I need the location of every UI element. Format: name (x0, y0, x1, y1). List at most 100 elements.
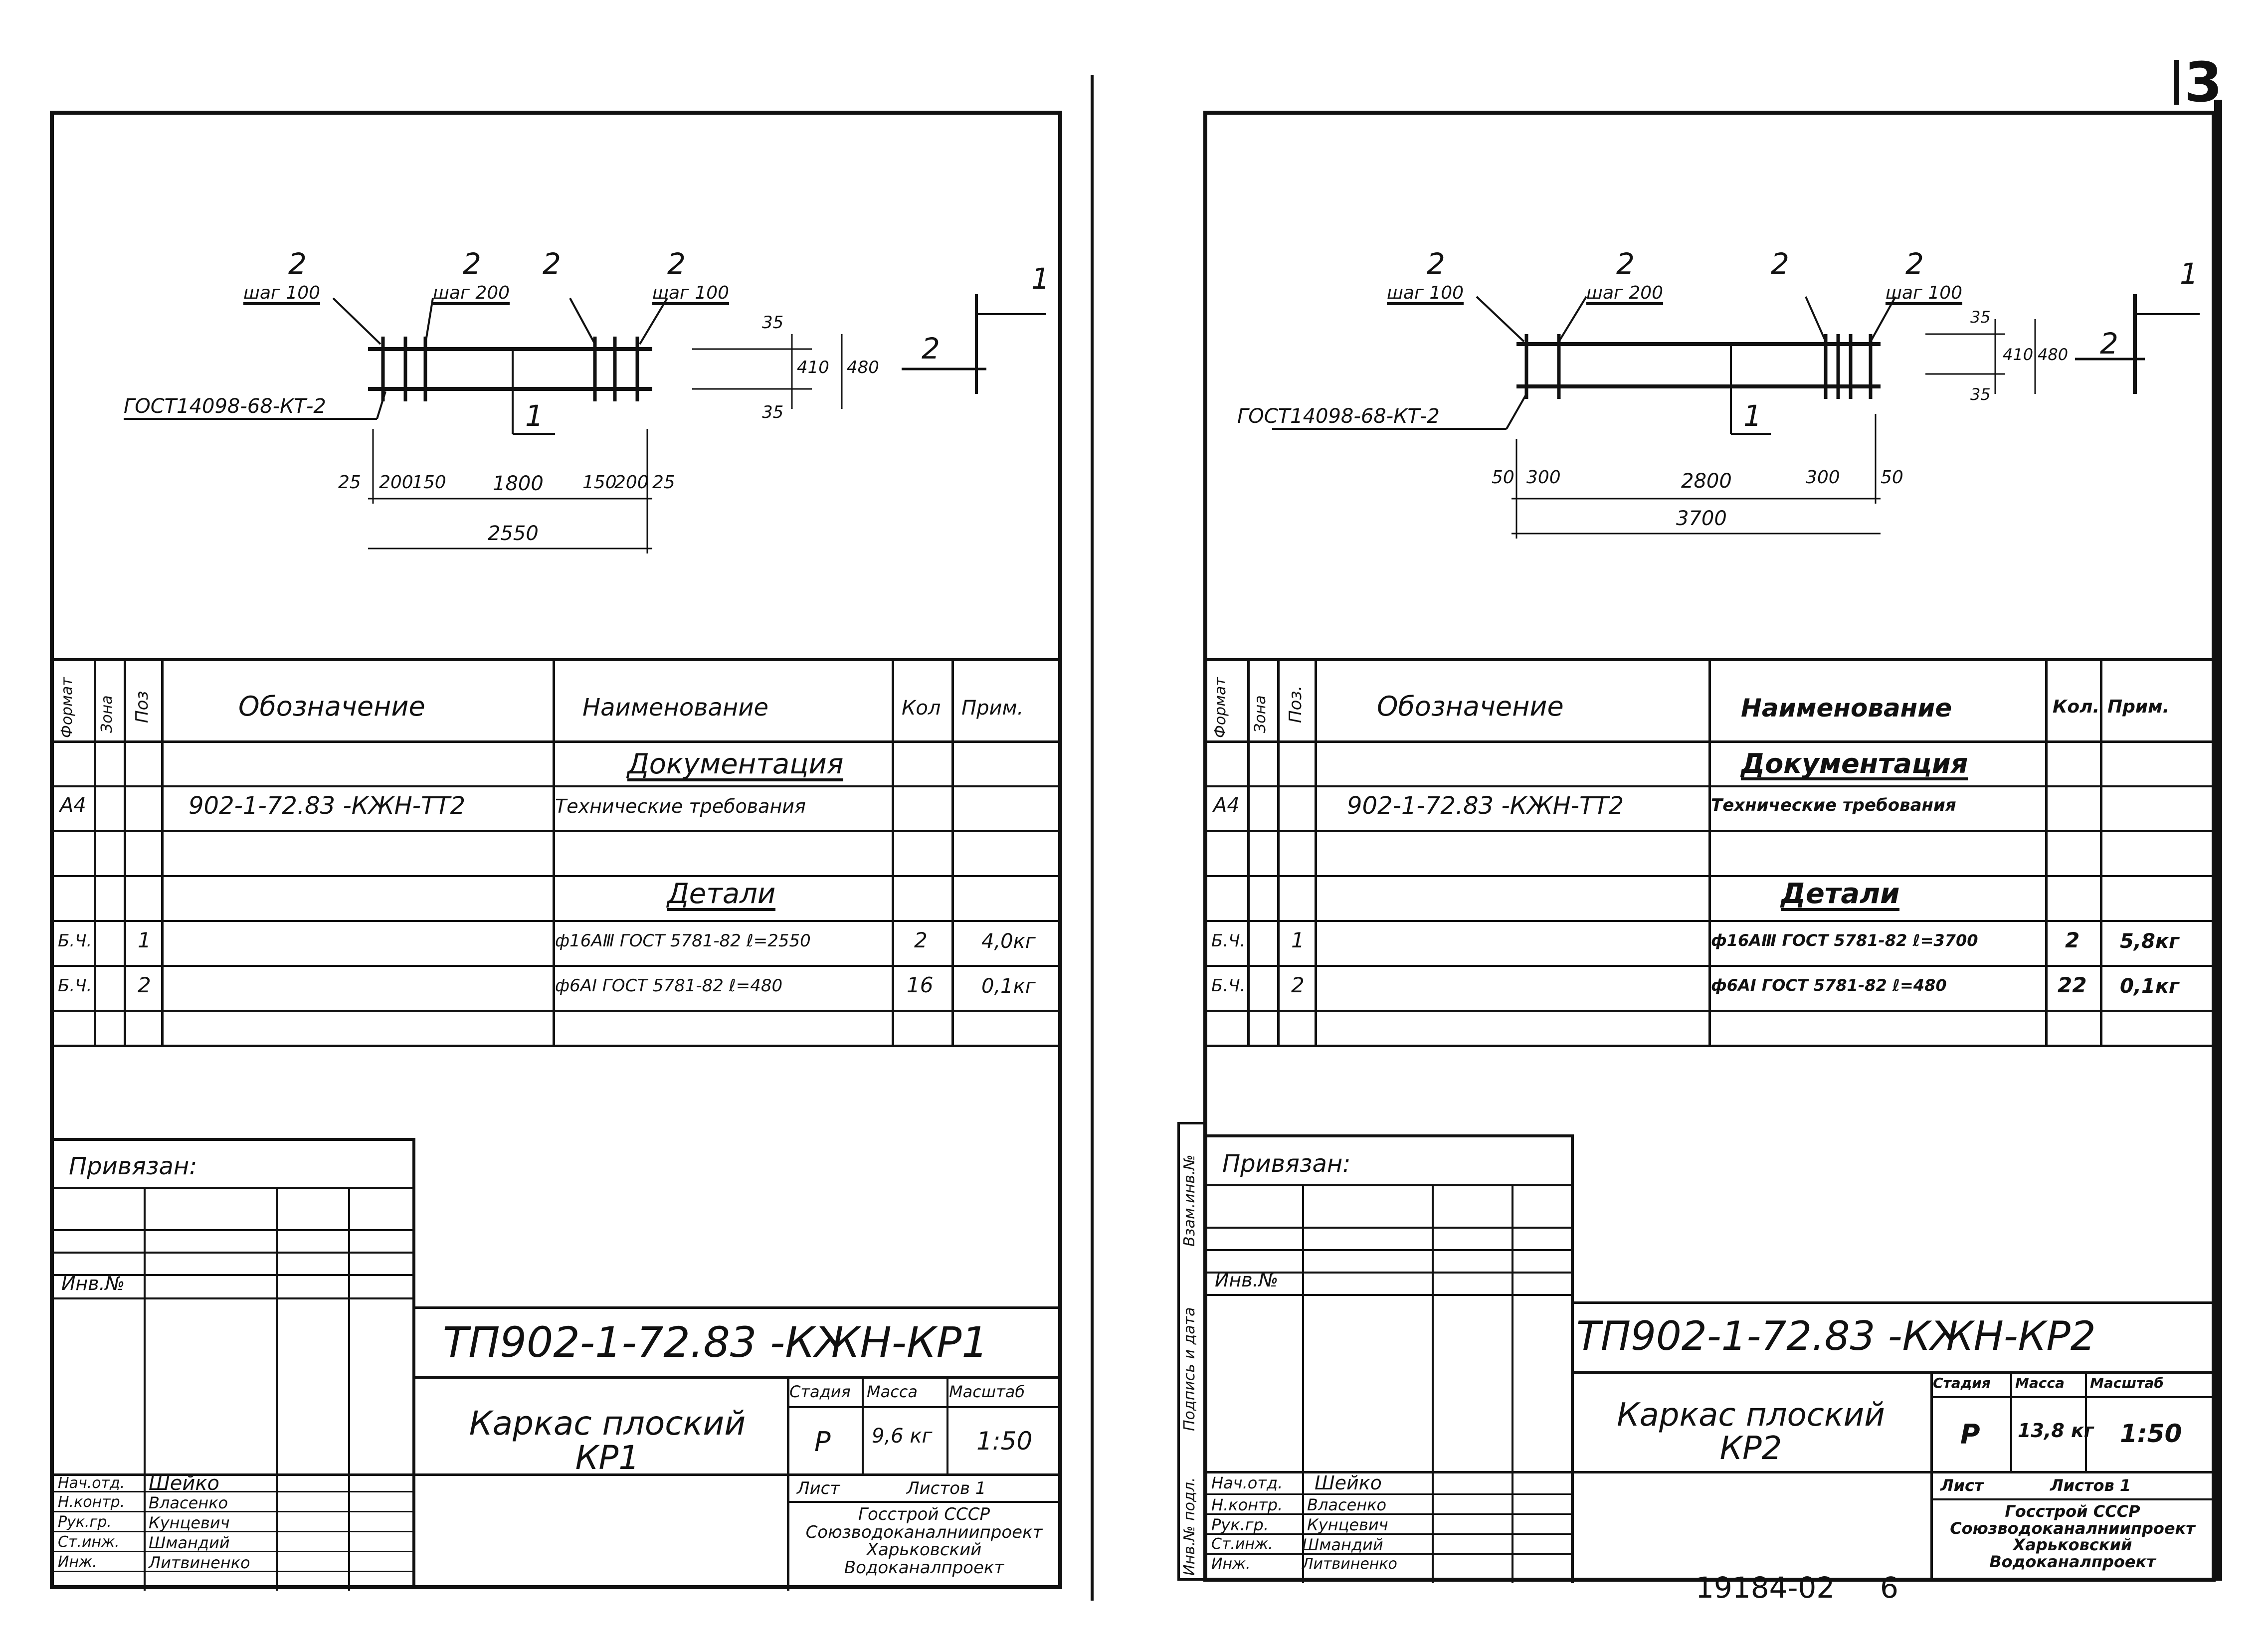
hdr-name: Наименование (582, 694, 769, 722)
section-pos-2: 2 (922, 332, 940, 366)
stamp-line (1207, 1471, 2215, 1473)
stamp-col (1930, 1371, 1933, 1581)
section-dim-4: 480 (847, 358, 879, 377)
spec-col-2 (124, 658, 126, 1045)
person-name: Литвиненко (149, 1553, 250, 1572)
org-name: Госстрой СССР Союзводоканалниипроект Хар… (1950, 1502, 2195, 1571)
section-details: Детали (667, 878, 776, 911)
callout-note-1: шаг 100 (243, 284, 321, 305)
spec-col-4 (1708, 658, 1711, 1045)
inv-label: Инв.№ (1215, 1269, 1279, 1291)
spec-col-1 (1247, 658, 1250, 1045)
people-line (54, 1491, 415, 1492)
section-dim-1: 35 (762, 313, 784, 333)
spec-row-line (54, 920, 1061, 922)
person-name: Шейко (149, 1472, 220, 1495)
stamp-col (2010, 1371, 2012, 1471)
row-note: 0,1кг (981, 975, 1036, 998)
row-format: А4 (1213, 794, 1240, 817)
row-format: А4 (60, 794, 86, 817)
gost-label: ГОСТ14098-68-КТ-2 (1237, 405, 1440, 428)
pos-bar-label: 1 (525, 399, 544, 433)
person-role: Ст.инж. (1211, 1535, 1273, 1553)
dim-bottom-4: 1800 (493, 472, 544, 495)
section-documentation: Документация (1741, 748, 1968, 780)
inv-label: Инв.№ (61, 1273, 125, 1294)
org-name: Госстрой СССР Союзводоканалниипроект Хар… (805, 1504, 1043, 1578)
spec-col-3 (161, 658, 164, 1045)
stamp-col (787, 1376, 789, 1591)
person-name: Кунцевич (149, 1513, 230, 1532)
binding-col (1432, 1184, 1434, 1583)
row-name: Технические требования (1711, 795, 1956, 815)
hdr-pos: Поз (132, 691, 152, 723)
callout-pos-3: 2 (543, 247, 561, 281)
hdr-zone: Зона (1252, 695, 1269, 733)
sheet-kr1: 2 шаг 100 2 шаг 200 2 2 шаг 100 ГОСТ1409… (50, 111, 1062, 1591)
scale-label: Масштаб (949, 1382, 1025, 1401)
person-role: Н.контр. (58, 1493, 125, 1511)
sidebar-inv-podl: Инв.№ подл. (1181, 1477, 1198, 1576)
callout-pos-2: 2 (463, 247, 481, 281)
stamp-line (1930, 1498, 2215, 1500)
row-designation: 902-1-72.83 -КЖН-ТТ2 (189, 792, 466, 820)
row-pos: 2 (138, 973, 151, 997)
person-role: Инж. (58, 1553, 97, 1571)
people-line (1207, 1533, 1574, 1535)
row-format: Б.Ч. (58, 931, 92, 951)
row-qty: 22 (2058, 973, 2087, 997)
row-pos: 1 (138, 928, 151, 952)
section-dim-4: 480 (2038, 345, 2069, 364)
stamp-line (54, 1473, 1061, 1476)
stamp-line (787, 1406, 1061, 1408)
section-dim-3: 35 (1970, 385, 1991, 404)
callout-pos-4: 2 (667, 247, 686, 281)
pos-bar-label: 1 (1743, 399, 1762, 433)
spec-row-line (1207, 875, 2215, 877)
spec-row-line (54, 785, 1061, 787)
row-designation: 902-1-72.83 -КЖН-ТТ2 (1347, 792, 1624, 820)
sheet-kr2: 2 шаг 100 2 шаг 200 2 2 шаг 100 ГОСТ1409… (1177, 111, 2216, 1583)
spec-row-line (54, 965, 1061, 967)
hdr-format: Формат (58, 677, 76, 738)
mass-value: 9,6 кг (872, 1425, 933, 1448)
row-name: ф6АI ГОСТ 5781-82 ℓ=480 (1711, 976, 1947, 995)
people-line (1207, 1553, 1574, 1555)
person-role: Инж. (1211, 1555, 1251, 1573)
spec-top-line (1207, 658, 2215, 661)
stamp-col (862, 1376, 864, 1473)
binding-line (1207, 1227, 1574, 1229)
sheet-label: Лист (1940, 1476, 1984, 1495)
spec-row-line (54, 830, 1061, 832)
row-note: 4,0кг (981, 930, 1036, 953)
row-qty: 16 (907, 973, 934, 997)
people-line (54, 1571, 415, 1572)
row-qty: 2 (914, 928, 928, 952)
callout-pos-1: 2 (288, 247, 307, 281)
spec-bottom-line (1207, 1045, 2215, 1047)
sidebar-podpis: Подпись и дата (1181, 1307, 1198, 1432)
binding-label: Привязан: (69, 1152, 197, 1180)
frame-drawing-kr1 (124, 294, 1046, 553)
section-pos-2: 2 (2100, 327, 2118, 361)
person-name: Кунцевич (1307, 1515, 1388, 1534)
mass-value: 13,8 кг (2018, 1420, 2094, 1442)
binding-line (1207, 1249, 1574, 1251)
spec-col-5 (892, 658, 894, 1045)
section-dim-2: 410 (2003, 345, 2034, 364)
binding-line (54, 1297, 415, 1299)
hdr-zone: Зона (98, 695, 116, 733)
person-name: Литвиненко (1302, 1555, 1397, 1573)
spec-row-line (1207, 920, 2215, 922)
callout-note-4: шаг 100 (652, 284, 730, 305)
callout-note-2: шаг 200 (1586, 284, 1664, 305)
binding-line (1207, 1294, 1574, 1296)
dim-bottom-1: 50 (1492, 467, 1514, 488)
page-number-mark (2174, 60, 2179, 105)
spec-row-line (1207, 830, 2215, 832)
scale-label: Масштаб (2090, 1375, 2164, 1391)
person-role: Ст.инж. (58, 1533, 120, 1551)
stamp-top (415, 1306, 1061, 1309)
callout-pos-4: 2 (1905, 247, 1924, 281)
binding-line (54, 1274, 415, 1276)
